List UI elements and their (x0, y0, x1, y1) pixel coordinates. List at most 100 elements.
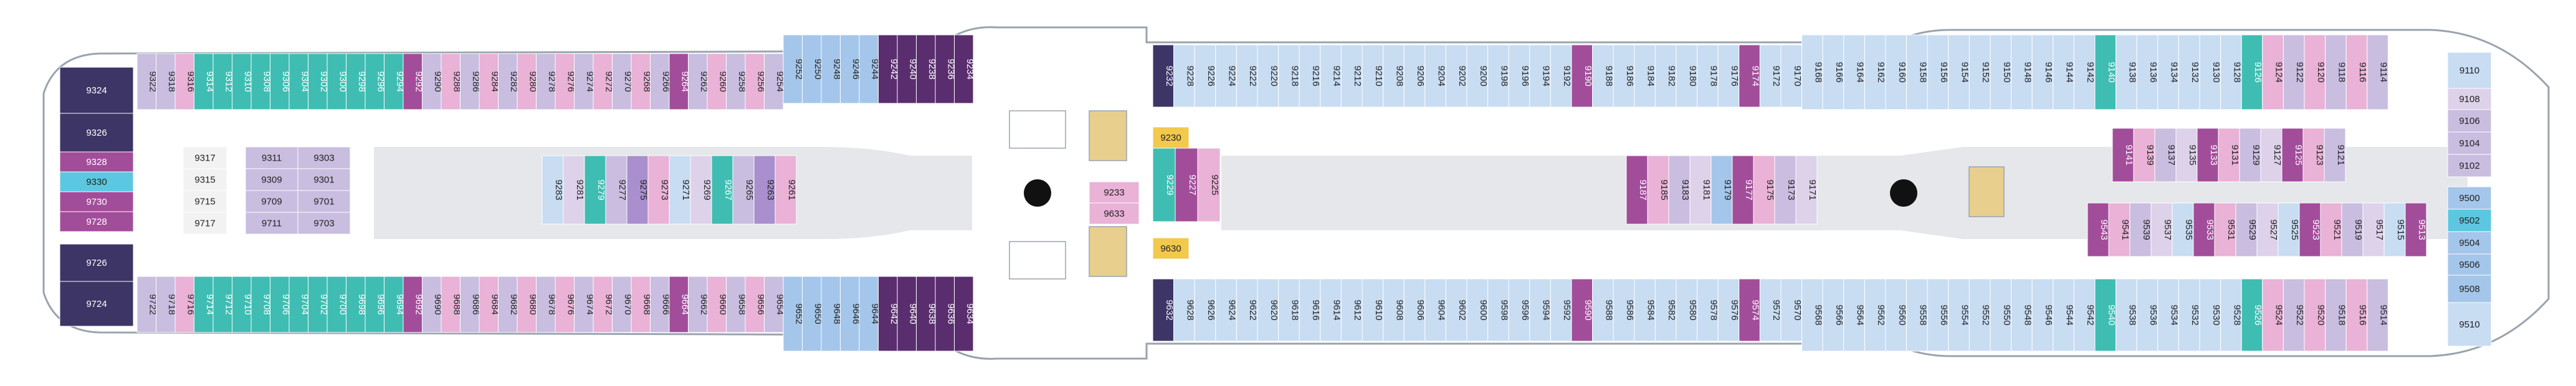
cabin-9178[interactable]: 9178 (1697, 44, 1719, 108)
cabin-box[interactable] (707, 53, 727, 110)
cabin-9312[interactable]: 9312 (212, 53, 234, 110)
cabin-9133[interactable]: 9133 (2197, 128, 2219, 182)
cabin-box[interactable] (2154, 128, 2177, 182)
cabin-9226[interactable]: 9226 (1194, 44, 1216, 108)
cabin-9256[interactable]: 9256 (745, 53, 766, 110)
cabin-box[interactable] (2325, 34, 2347, 110)
cabin-box[interactable] (59, 113, 134, 153)
cabin-box[interactable] (1152, 44, 1175, 108)
cabin-box[interactable] (2367, 34, 2388, 110)
cabin-box[interactable] (59, 281, 134, 327)
cabin-9542[interactable]: 9542 (2073, 278, 2096, 352)
cabin-box[interactable] (1668, 155, 1691, 225)
cabin-box[interactable] (270, 53, 290, 110)
cabin-9125[interactable]: 9125 (2281, 128, 2304, 182)
cabin-9240[interactable]: 9240 (897, 34, 918, 104)
cabin-box[interactable] (935, 276, 955, 352)
cabin-9277[interactable]: 9277 (605, 155, 627, 225)
cabin-9624[interactable]: 9624 (1215, 278, 1238, 342)
cabin-box[interactable] (1152, 237, 1190, 260)
cabin-9146[interactable]: 9146 (2031, 34, 2054, 110)
cabin-box[interactable] (2053, 34, 2074, 110)
cabin-box[interactable] (2235, 202, 2258, 257)
cabin-box[interactable] (2405, 202, 2427, 257)
cabin-9552[interactable]: 9552 (1968, 278, 1991, 352)
cabin-box[interactable] (745, 276, 765, 333)
cabin-9526[interactable]: 9526 (2241, 278, 2263, 352)
cabin-box[interactable] (384, 53, 404, 110)
cabin-9156[interactable]: 9156 (1927, 34, 1949, 110)
cabin-box[interactable] (732, 155, 755, 225)
cabin-box[interactable] (1529, 278, 1551, 342)
cabin-9538[interactable]: 9538 (2116, 278, 2138, 352)
cabin-box[interactable] (232, 53, 252, 110)
cabin-box[interactable] (1089, 181, 1140, 204)
cabin-9504[interactable]: 9504 (2447, 231, 2492, 255)
cabin-9176[interactable]: 9176 (1717, 44, 1740, 108)
cabin-9703[interactable]: 9703 (297, 212, 351, 235)
cabin-box[interactable] (1613, 44, 1635, 108)
cabin-box[interactable] (1445, 278, 1467, 342)
cabin-9516[interactable]: 9516 (2345, 278, 2368, 352)
cabin-box[interactable] (1739, 278, 1760, 342)
cabin-box[interactable] (59, 243, 134, 282)
cabin-9690[interactable]: 9690 (422, 276, 443, 333)
cabin-9527[interactable]: 9527 (2256, 202, 2279, 257)
cabin-box[interactable] (365, 53, 384, 110)
cabin-9162[interactable]: 9162 (1864, 34, 1886, 110)
cabin-box[interactable] (954, 276, 974, 352)
cabin-9150[interactable]: 9150 (1990, 34, 2012, 110)
cabin-box[interactable] (1466, 44, 1489, 108)
cabin-box[interactable] (1340, 278, 1363, 342)
cabin-box[interactable] (1403, 44, 1426, 108)
cabin-9238[interactable]: 9238 (916, 34, 937, 104)
cabin-box[interactable] (2304, 34, 2326, 110)
cabin-box[interactable] (1717, 278, 1740, 342)
elevator-icon[interactable] (1890, 179, 1917, 207)
cabin-box[interactable] (1634, 44, 1656, 108)
cabin-box[interactable] (1948, 34, 1970, 110)
cabin-9123[interactable]: 9123 (2302, 128, 2325, 182)
cabin-box[interactable] (802, 276, 822, 352)
cabin-box[interactable] (245, 212, 298, 235)
cabin-box[interactable] (2218, 128, 2240, 182)
cabin-9554[interactable]: 9554 (1948, 278, 1970, 352)
cabin-9546[interactable]: 9546 (2031, 278, 2054, 352)
cabin-9616[interactable]: 9616 (1299, 278, 1321, 342)
cabin-box[interactable] (1739, 44, 1760, 108)
cabin-9656[interactable]: 9656 (745, 276, 766, 333)
cabin-9590[interactable]: 9590 (1571, 278, 1593, 342)
cabin-9116[interactable]: 9116 (2345, 34, 2368, 110)
cabin-box[interactable] (1592, 44, 1614, 108)
cabin-box[interactable] (1571, 44, 1593, 108)
cabin-9188[interactable]: 9188 (1592, 44, 1615, 108)
cabin-box[interactable] (2108, 202, 2130, 257)
cabin-box[interactable] (1383, 278, 1405, 342)
cabin-9118[interactable]: 9118 (2325, 34, 2347, 110)
cabin-box[interactable] (1654, 278, 1677, 342)
cabin-9708[interactable]: 9708 (250, 276, 272, 333)
cabin-9576[interactable]: 9576 (1717, 278, 1740, 342)
cabin-9640[interactable]: 9640 (897, 276, 918, 352)
cabin-box[interactable] (2299, 202, 2321, 257)
cabin-box[interactable] (878, 34, 898, 104)
cabin-9564[interactable]: 9564 (1843, 278, 1866, 352)
cabin-9318[interactable]: 9318 (156, 53, 177, 110)
cabin-box[interactable] (690, 155, 712, 225)
cabin-9514[interactable]: 9514 (2367, 278, 2389, 352)
cabin-9550[interactable]: 9550 (1990, 278, 2012, 352)
cabin-box[interactable] (726, 276, 746, 333)
cabin-9182[interactable]: 9182 (1654, 44, 1677, 108)
cabin-box[interactable] (270, 276, 290, 333)
cabin-box[interactable] (460, 53, 480, 110)
cabin-9284[interactable]: 9284 (479, 53, 500, 110)
cabin-9279[interactable]: 9279 (584, 155, 606, 225)
cabin-9610[interactable]: 9610 (1362, 278, 1384, 342)
cabin-box[interactable] (1487, 278, 1509, 342)
cabin-9709[interactable]: 9709 (245, 190, 298, 213)
cabin-9586[interactable]: 9586 (1613, 278, 1635, 342)
cabin-9292[interactable]: 9292 (403, 53, 424, 110)
cabin-9608[interactable]: 9608 (1383, 278, 1405, 342)
cabin-box[interactable] (1968, 278, 1991, 352)
cabin-9646[interactable]: 9646 (840, 276, 861, 352)
